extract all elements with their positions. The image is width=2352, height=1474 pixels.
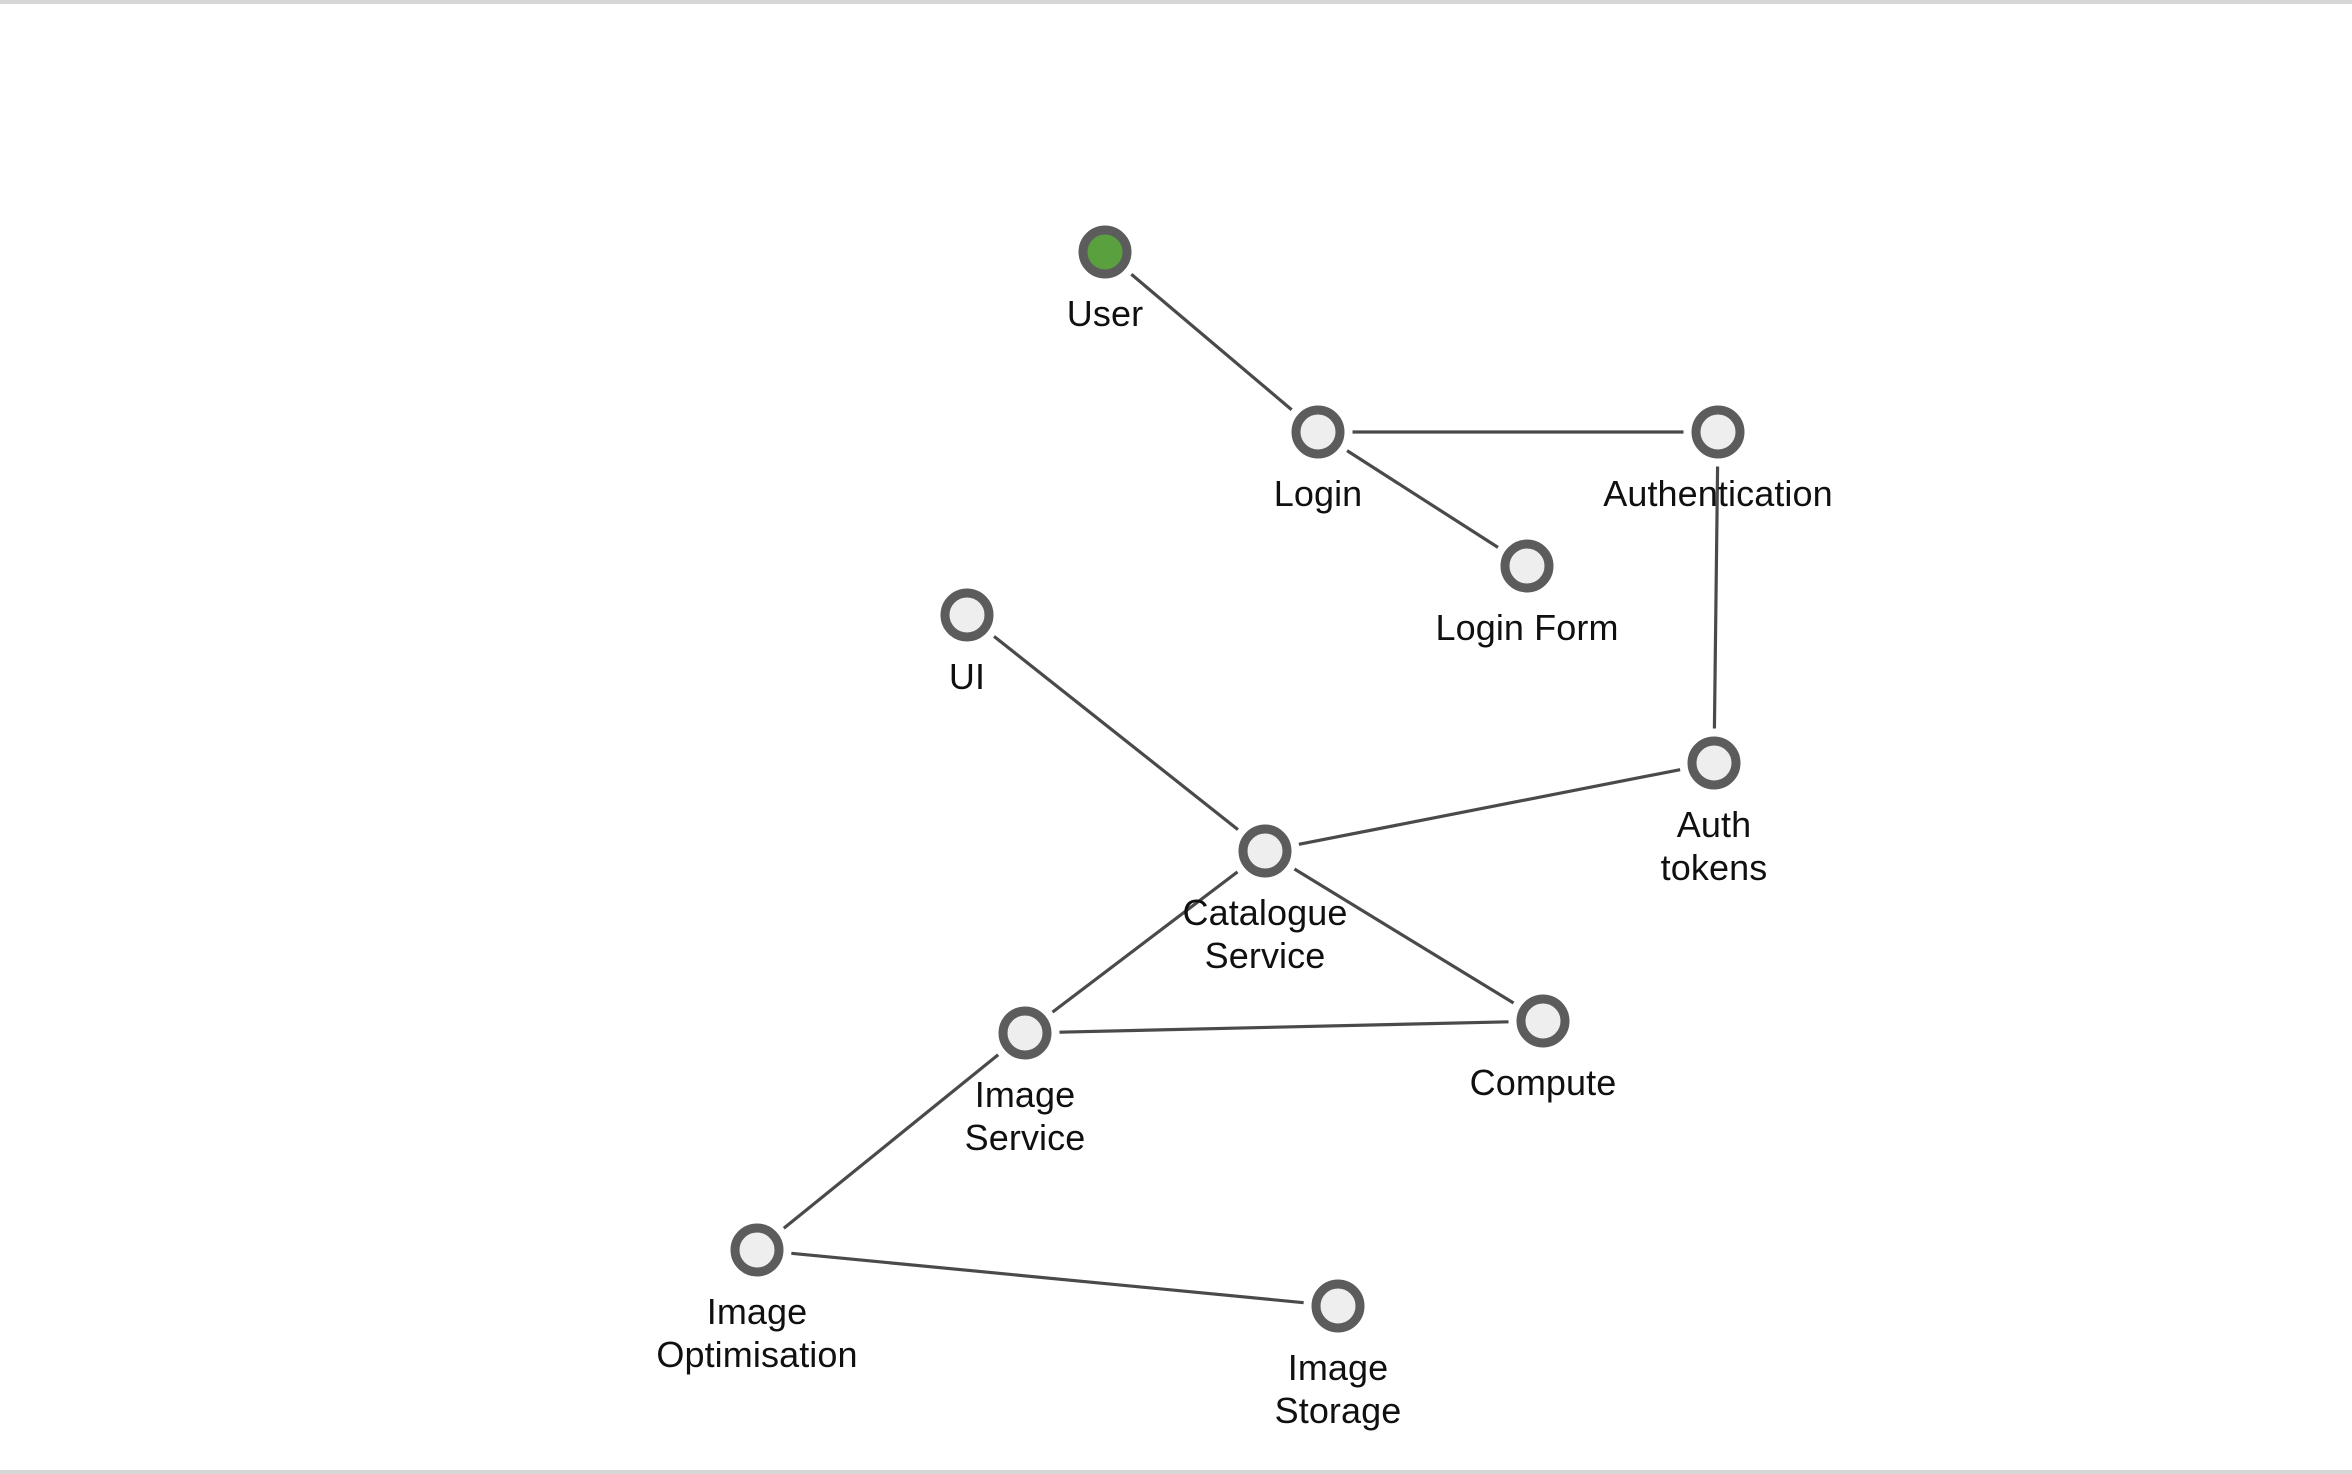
graph-edge[interactable] <box>1346 449 1499 549</box>
graph-node-authentication[interactable] <box>1691 405 1745 459</box>
nodes-layer <box>730 225 1745 1333</box>
graph-edge[interactable] <box>1059 1020 1509 1034</box>
graph-edge[interactable] <box>993 635 1239 831</box>
graph-node-ui[interactable] <box>940 588 994 642</box>
graph-node-auth-tokens[interactable] <box>1687 736 1741 790</box>
graph-node-image-storage[interactable] <box>1311 1279 1365 1333</box>
graph-node-image-optimisation[interactable] <box>730 1223 784 1277</box>
graph-node-image-service[interactable] <box>998 1006 1052 1060</box>
graph-node-login[interactable] <box>1291 405 1345 459</box>
graph-edge[interactable] <box>782 1053 1000 1230</box>
graph-node-login-form[interactable] <box>1500 539 1554 593</box>
graph-edge[interactable] <box>1293 867 1515 1005</box>
graph-node-user[interactable] <box>1078 225 1132 279</box>
graph-edge[interactable] <box>1051 870 1239 1014</box>
graph-edge[interactable] <box>791 1251 1304 1305</box>
graph-node-compute[interactable] <box>1516 994 1570 1048</box>
edges-layer <box>782 273 1720 1305</box>
graph-node-catalogue-service[interactable] <box>1238 824 1292 878</box>
graph-svg <box>730 225 1745 1333</box>
graph-edge[interactable] <box>1298 768 1681 846</box>
graph-edge[interactable] <box>1712 466 1720 729</box>
graph-edge[interactable] <box>1130 273 1293 411</box>
